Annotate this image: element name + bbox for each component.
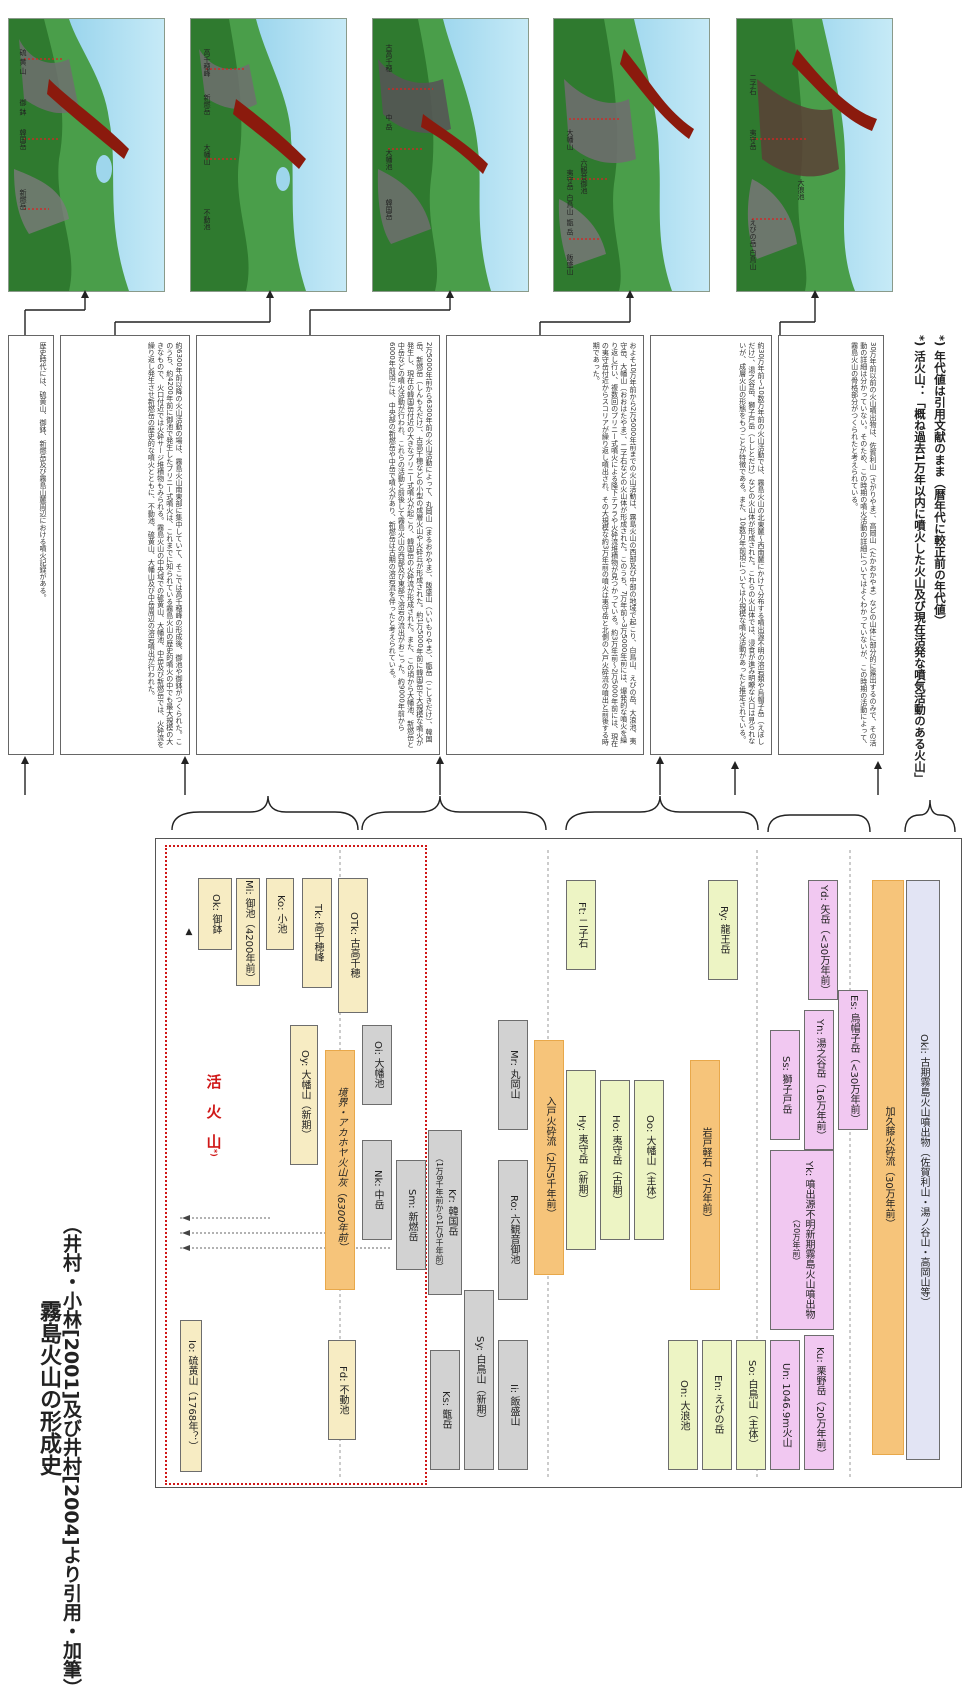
panel-6300: 新燃岳 大幡山 不動池 高千穂峰 (190, 18, 347, 292)
label-ry: Ry: 龍王岳 (708, 880, 738, 980)
label-fd: Fd: 不動池 (328, 1340, 356, 1440)
label-yk-age: （20万年前） (792, 1214, 801, 1266)
label-io: Io: 硫黄山（1768年？） (180, 1320, 202, 1472)
panel-label: 硫 黄 山 (19, 49, 27, 75)
text-box-historic: 歴史時代には、硫黄山、御鉢、新燃岳及び霧島山麓周辺における噴火記録がある。 (8, 335, 54, 755)
panel-25000: 古高千穂 中 岳 大幡池 韓国岳 (372, 18, 529, 292)
panel-label: 大幡山 (566, 129, 574, 150)
panel-label: 大浪池 (797, 179, 805, 200)
panel-label: 飯盛山 (566, 254, 574, 275)
diagram-frame (155, 838, 962, 1488)
panel-illustration (737, 19, 892, 291)
triangle-icon: ▲ (184, 927, 194, 937)
text-box-300000: 約30万年前～10数万年前の火山活動では、霧島火山の北東麓～西南麓にかけて分布す… (650, 335, 772, 755)
text-25000: 2万5000年前から6300年前の火山活動によって、丸岡山（まるおかやま）、飯盛… (388, 342, 433, 748)
label-mr: Mr: 丸岡山 (498, 1020, 528, 1130)
text-box-25000: 2万5000年前から6300年前の火山活動によって、丸岡山（まるおかやま）、飯盛… (196, 335, 440, 755)
text-old: 30万年前以前の火山噴出物は、佐賀利山（さがりやま）、高岡山（たかおかやま）など… (850, 342, 877, 748)
label-kikai: 境界・アカホヤ火山灰（6300年前） (325, 1050, 355, 1290)
panel-label: 二子石 (749, 74, 757, 95)
label-yd: Yd: 矢岳（<30万年前） (808, 880, 838, 1000)
panel-illustration (9, 19, 164, 291)
panel-100000: 大幡山 夷守岳 白鳥山 甑 岳 飯盛山 六観音御池 (553, 18, 710, 292)
panel-label: 白鳥山 (749, 249, 757, 270)
label-kr-name: Kr: 韓国岳 (446, 1188, 457, 1237)
label-ks: Ks: 甑岳 (430, 1350, 460, 1470)
panel-label: えびの岳 (749, 219, 757, 247)
panel-label: 新燃岳 (19, 189, 27, 210)
label-hy: Hy: 夷守岳（新期） (566, 1070, 596, 1250)
label-ito: 入戸火砕流（2万5千年前） (534, 1040, 564, 1275)
text-100000: およそ10万年前から2万5000年前までの火山活動は、霧島火山の西部及び中部の地… (592, 342, 637, 747)
text-box-old: 30万年前以前の火山噴出物は、佐賀利山（さがりやま）、高岡山（たかおかやま）など… (778, 335, 884, 755)
label-yk: Yk: 噴出源不明新期霧島火山噴出物 （20万年前） (770, 1150, 834, 1330)
label-ii: Ii: 飯盛山 (498, 1340, 528, 1470)
panel-label: 不動池 (203, 209, 211, 230)
label-kr-age: （1万8千年前から1万5千年前） (435, 1154, 444, 1271)
label-active-volcano: 活 火 山*) (200, 1060, 228, 1170)
text-box-100000: およそ10万年前から2万5000年前までの火山活動は、霧島火山の西部及び中部の地… (446, 335, 644, 755)
panel-label: 夷守岳 (566, 169, 574, 190)
label-so: So: 白鳥山（主体） (736, 1340, 766, 1470)
panel-label: 韓国岳 (19, 129, 27, 150)
label-kakuto: 加久藤火砕流（30万年前） (872, 880, 904, 1455)
label-mi: Mi: 御池（4200年前） (236, 878, 260, 986)
label-nk: Nk: 中岳 (362, 1140, 392, 1240)
panel-300000: 二子石 夷守岳 大浪池 えびの岳 白鳥山 (736, 18, 893, 292)
page-subtitle: （井村・小林[2001]及び井村[2004]より引用・加筆） (60, 1215, 82, 1698)
label-sy: Sy: 白鳥山（新期） (464, 1290, 494, 1470)
label-ro: Ro: 六観音御池 (498, 1160, 528, 1300)
panel-illustration (191, 19, 346, 291)
label-un: Un: 1046.9m火山 (770, 1340, 800, 1470)
label-ho: Ho: 夷守岳（古期） (600, 1080, 630, 1240)
panel-historic: 硫 黄 山 御 鉢 韓国岳 新燃岳 (8, 18, 165, 292)
text-300000: 約30万年前～10数万年前の火山活動では、霧島火山の北東麓～西南麓にかけて分布す… (738, 342, 765, 745)
label-otk: OTk: 古高千穂 (338, 878, 368, 1013)
label-ft: Ft: 二子石 (566, 880, 596, 970)
active-volcano-mark: *) (209, 1148, 219, 1157)
label-yk-name: Yk: 噴出源不明新期霧島火山噴出物 (803, 1160, 814, 1320)
label-es: Es: 烏帽子岳（<30万年前） (838, 990, 868, 1130)
label-ok: Ok: 御鉢 (198, 878, 232, 950)
label-en: En: えびの岳 (702, 1340, 732, 1470)
page-title: 霧島火山の形成史 (36, 1300, 61, 1476)
label-oo: Oo: 大幡山（主体） (634, 1080, 664, 1240)
note-age-values: *) 年代値は引用文献のまま（暦年代に較正前の年代値） (933, 335, 947, 627)
label-oy: Oy: 大幡山（新期） (290, 1025, 318, 1165)
text-historic: 歴史時代には、硫黄山、御鉢、新燃岳及び霧島山麓周辺における噴火記録がある。 (39, 342, 47, 601)
label-iwato: 岩戸軽石（7万年前） (690, 1060, 720, 1290)
label-ko: Ko: 小池 (266, 878, 294, 950)
panel-illustration (373, 19, 528, 291)
panel-label: 甑 岳 (566, 219, 574, 236)
panel-label: 大幡池 (385, 149, 393, 170)
label-kr: Kr: 韓国岳 （1万8千年前から1万5千年前） (428, 1130, 462, 1295)
label-ss: Ss: 獅子戸岳 (770, 1030, 800, 1140)
panel-label: 中 岳 (385, 114, 393, 131)
panel-label: 御 鉢 (19, 99, 27, 116)
label-on: On: 大浪池 (668, 1340, 698, 1470)
panel-label: 白鳥山 (566, 194, 574, 215)
label-ku: Ku: 栗野岳（20万年前） (804, 1335, 834, 1470)
panel-label: 古高千穂 (385, 44, 393, 72)
label-sm: Sm: 新燃岳 (396, 1160, 426, 1270)
panel-label: 六観音御池 (580, 159, 588, 194)
label-oki: Oki: 古期霧島火山噴出物（佐賀利山・湯ノ谷山・高岡山等） (906, 880, 940, 1460)
panel-label: 高千穂峰 (203, 49, 211, 77)
label-tk: Tk: 高千穂峰 (302, 878, 332, 988)
label-yn: Yn: 湯之谷岳（16万年前） (804, 1010, 834, 1150)
note-active-volcano: *) 活火山：「概ね過去1万年以内に噴火した火山及び現在活発な噴気活動のある火山… (913, 335, 927, 784)
panel-label: 大幡山 (203, 144, 211, 165)
active-volcano-box (165, 845, 427, 1485)
active-volcano-text: 活 火 山 (204, 1073, 223, 1149)
panel-illustration (554, 19, 709, 291)
panel-label: 韓国岳 (385, 199, 393, 220)
panel-label: 夷守岳 (749, 129, 757, 150)
text-box-6300: 約6300年前以降の火山活動の場は、霧島火山南東部に集中していて、そこでは高千穂… (60, 335, 190, 755)
label-oi: Oi: 大幡池 (362, 1025, 392, 1105)
panel-label: 新燃岳 (203, 94, 211, 115)
text-6300: 約6300年前以降の火山活動の場は、霧島火山南東部に集中していて、そこでは高千穂… (147, 342, 183, 748)
